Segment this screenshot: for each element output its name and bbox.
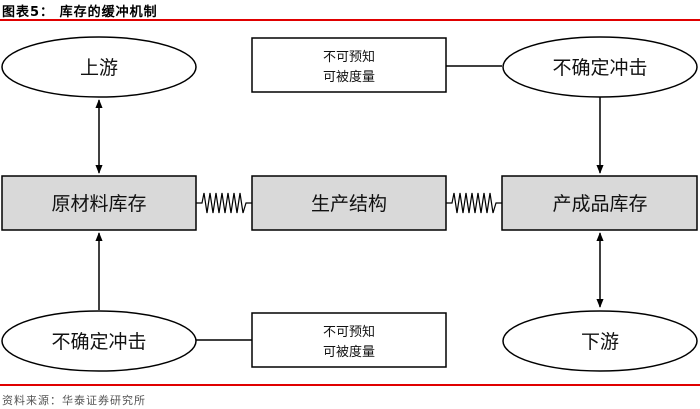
shock-bottom-label: 不确定冲击 — [51, 331, 146, 353]
downstream-node — [502, 310, 698, 372]
unpredictable-bottom-line1: 不可预知 — [323, 324, 375, 340]
spring-left — [196, 192, 252, 214]
footer-divider — [0, 384, 700, 386]
source-note: 资料来源：华泰证券研究所 — [2, 394, 146, 407]
upstream-node — [1, 36, 197, 98]
unpredictable-top-line1: 不可预知 — [323, 49, 375, 65]
shock-top-label: 不确定冲击 — [552, 57, 647, 79]
raw-inventory-box — [1, 175, 197, 231]
raw-inventory-label: 原材料库存 — [51, 193, 146, 215]
finished-inventory-label: 产成品库存 — [552, 193, 647, 215]
downstream-label: 下游 — [581, 331, 619, 353]
upstream-label: 上游 — [80, 57, 118, 79]
shock-bottom-node — [1, 310, 197, 372]
unpredictable-bottom-box — [251, 312, 447, 368]
production-label: 生产结构 — [311, 193, 387, 215]
finished-inventory-box — [501, 175, 698, 231]
title-divider — [0, 19, 700, 21]
unpredictable-top-line2: 可被度量 — [323, 69, 375, 85]
unpredictable-bottom-line2: 可被度量 — [323, 344, 375, 360]
figure-title: 图表5： 库存的缓冲机制 — [2, 5, 158, 20]
unpredictable-top-box — [251, 37, 447, 93]
spring-right — [446, 192, 502, 214]
